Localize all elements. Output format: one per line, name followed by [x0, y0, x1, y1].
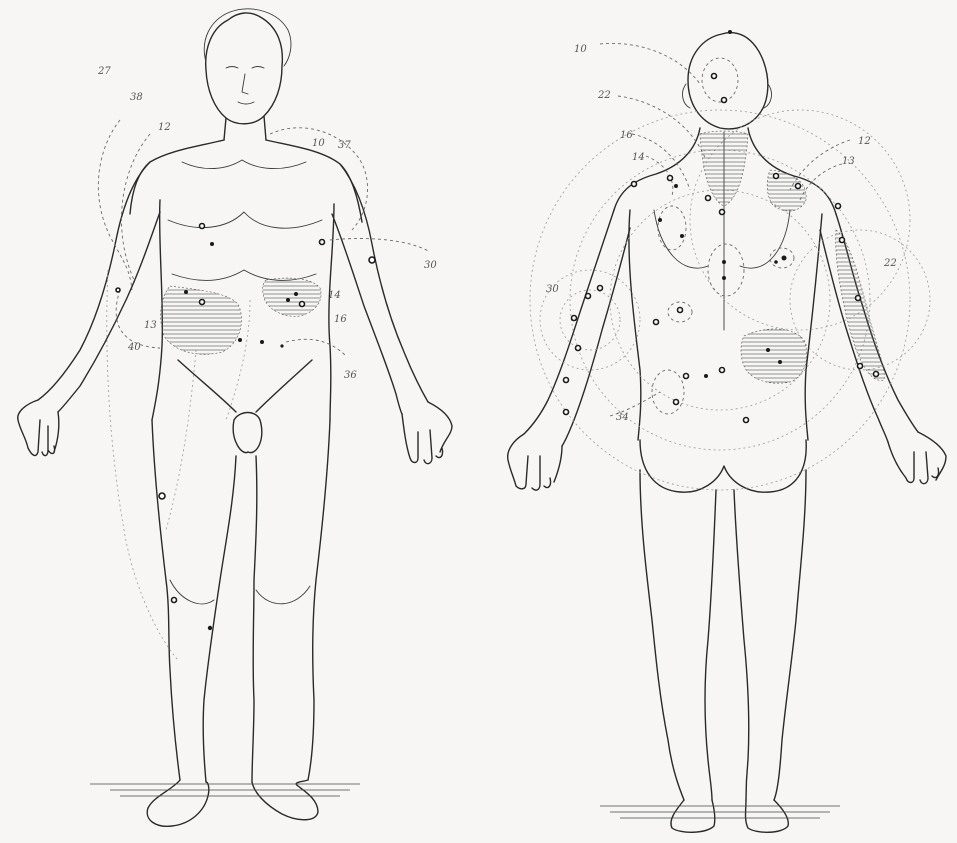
- label: 14: [632, 152, 645, 163]
- label: 40: [127, 342, 141, 353]
- label: 30: [546, 284, 559, 295]
- lesion-area-left: [161, 286, 242, 354]
- label: 10: [574, 44, 587, 55]
- label: 13: [842, 156, 855, 167]
- label: 12: [158, 122, 171, 133]
- label: 37: [338, 140, 351, 151]
- lesion-area-right: [263, 278, 321, 316]
- label: 30: [424, 260, 437, 271]
- label: 34: [616, 412, 629, 423]
- label: 36: [344, 370, 357, 381]
- front-figure: 27 38 12 10 37 30 14 16 13 40 36: [18, 9, 452, 826]
- label: 22: [883, 258, 897, 269]
- label: 16: [334, 314, 347, 325]
- label: 10: [312, 138, 325, 149]
- lesion-area-arm: [836, 230, 885, 380]
- label: 13: [144, 320, 157, 331]
- lesion-area-lumbar: [741, 329, 807, 383]
- label: 16: [620, 130, 633, 141]
- lesion-area-neck: [700, 131, 748, 206]
- label: 27: [97, 66, 111, 77]
- back-figure: 10 22 16 14 12 13 22 30 34: [508, 30, 946, 832]
- label: 38: [130, 92, 143, 103]
- label: 12: [858, 136, 871, 147]
- label: 22: [597, 90, 611, 101]
- label: 14: [328, 290, 341, 301]
